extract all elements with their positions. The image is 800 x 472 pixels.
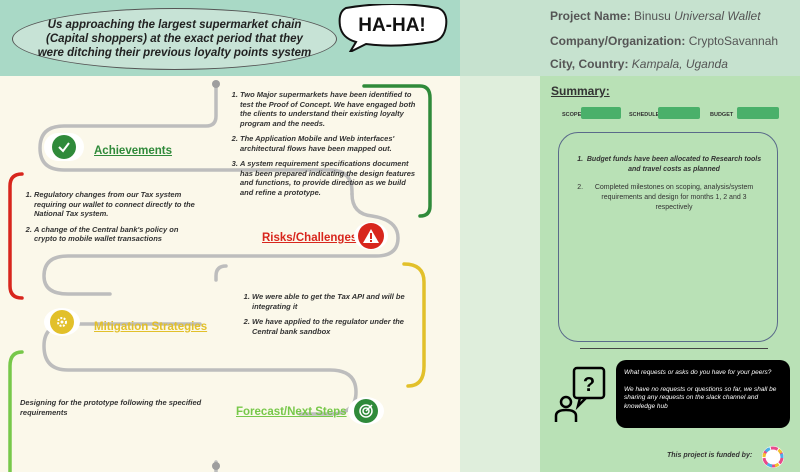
- mitigation-list: We were able to get the Tax API and will…: [238, 292, 418, 342]
- project-name-value: Binusu: [634, 9, 675, 23]
- header-right-band: [540, 0, 800, 76]
- risks-list: Regulatory changes from our Tax system r…: [20, 190, 200, 250]
- org-row: Company/Organization: CryptoSavannah: [550, 34, 778, 48]
- achievement-item: The Application Mobile and Web interface…: [240, 134, 421, 153]
- header-quote: Us approaching the largest supermarket c…: [12, 8, 337, 70]
- achievements-list: Two Major supermarkets have been identif…: [226, 90, 421, 203]
- middle-panel: [460, 76, 540, 472]
- quote-text: Us approaching the largest supermarket c…: [37, 19, 312, 59]
- forecast-title: Forecast/Next Steps: [236, 406, 347, 418]
- risk-item: Regulatory changes from our Tax system r…: [34, 190, 200, 219]
- city-label: City, Country:: [550, 57, 629, 71]
- city-row: City, Country: Kampala, Uganda: [550, 57, 728, 71]
- summary-title: Summary:: [551, 84, 610, 98]
- mitigation-item: We were able to get the Tax API and will…: [252, 292, 418, 311]
- header-mid-band: [460, 0, 540, 76]
- funded-by-text: This project is funded by:: [667, 452, 753, 459]
- city-value: Kampala, Uganda: [631, 57, 728, 71]
- peers-answer: We have no requests or questions so far,…: [624, 385, 777, 410]
- achievements-title: Achievements: [94, 145, 172, 157]
- warning-icon: [358, 223, 384, 249]
- project-name-label: Project Name:: [550, 9, 631, 23]
- schedule-label: SCHEDULE: [629, 112, 660, 118]
- svg-text:?: ?: [583, 374, 595, 396]
- risks-badge: [354, 222, 388, 250]
- divider: [580, 348, 768, 349]
- target-icon: [354, 399, 378, 423]
- achievement-item: A system requirement specifications docu…: [240, 159, 421, 197]
- achievement-item: Two Major supermarkets have been identif…: [240, 90, 421, 128]
- summary-item: Completed milestones on scoping, analysi…: [585, 183, 763, 213]
- forecast-badge: [348, 397, 384, 425]
- org-value: CryptoSavannah: [688, 34, 779, 48]
- gear-icon: [50, 310, 74, 334]
- mitigation-title: Mitigation Strategies: [94, 321, 208, 333]
- peers-question: What requests or asks do you have for yo…: [624, 369, 772, 376]
- peers-box: What requests or asks do you have for yo…: [616, 360, 790, 428]
- scope-label: SCOPE: [562, 112, 582, 118]
- mitigation-item: We have applied to the regulator under t…: [252, 317, 418, 336]
- forecast-text: Designing for the prototype following th…: [20, 398, 202, 417]
- summary-item: Budget funds have been allocated to Rese…: [585, 155, 763, 175]
- project-name-row: Project Name: Binusu Universal Wallet: [550, 9, 761, 23]
- org-label: Company/Organization:: [550, 34, 686, 48]
- roadmap-path: [8, 80, 432, 472]
- risks-title: Risks/Challenges: [262, 232, 358, 244]
- speech-bubble-icon: HA-HA!: [338, 4, 448, 52]
- funder-logo-icon: [762, 446, 784, 468]
- project-name-value-italic: Universal Wallet: [674, 9, 761, 23]
- summary-box: Budget funds have been allocated to Rese…: [558, 132, 778, 342]
- budget-label: BUDGET: [710, 112, 734, 118]
- bubble-text: HA-HA!: [358, 15, 426, 36]
- achievements-badge: [44, 133, 84, 161]
- mitigation-badge: [44, 308, 80, 336]
- schedule-status: [658, 107, 700, 119]
- budget-status: [737, 107, 779, 119]
- check-circle-icon: [52, 135, 76, 159]
- scope-status: [581, 107, 621, 119]
- person-question-icon: ?: [554, 366, 606, 422]
- risk-item: A change of the Central bank's policy on…: [34, 225, 200, 244]
